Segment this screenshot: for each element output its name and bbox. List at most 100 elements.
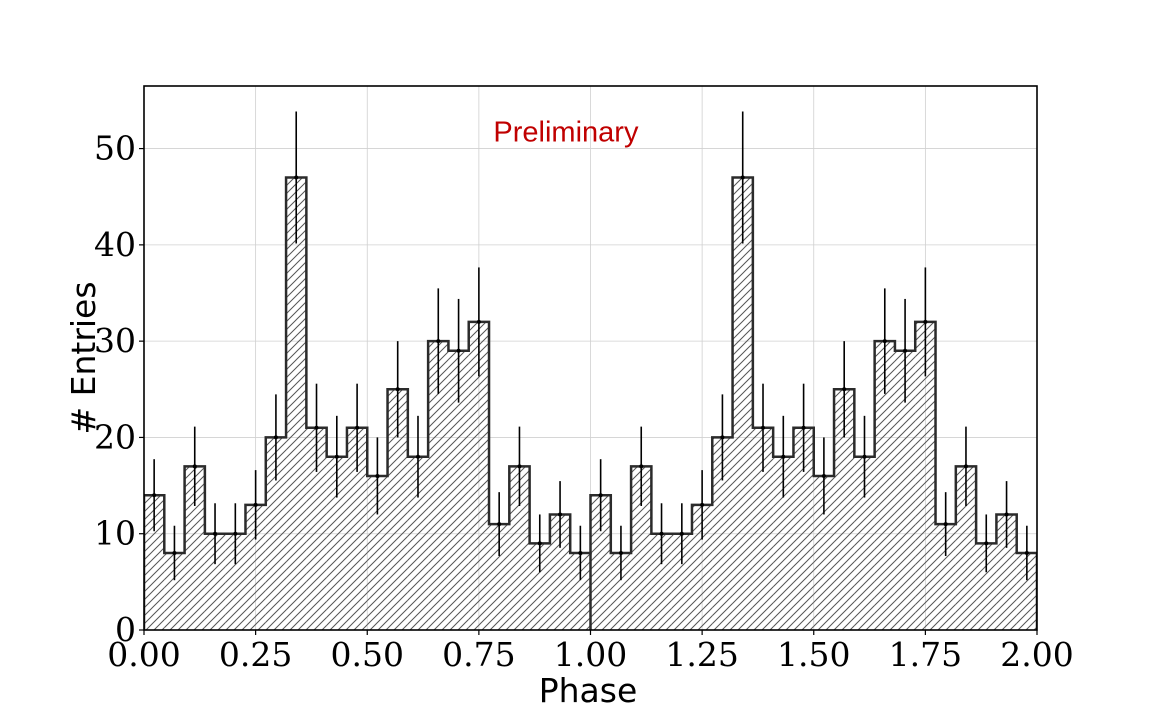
data-point xyxy=(903,348,908,353)
y-tick-label: 30 xyxy=(94,321,136,360)
x-tick-label: 0.50 xyxy=(331,635,404,674)
y-axis-title: # Entries xyxy=(64,281,103,434)
histogram-bar xyxy=(813,475,835,630)
histogram-bar xyxy=(874,341,895,630)
x-tick-label: 1.25 xyxy=(665,635,738,674)
histogram-bar xyxy=(590,495,611,630)
data-point xyxy=(395,387,400,392)
histogram-bar xyxy=(712,437,733,630)
data-point xyxy=(801,425,806,430)
data-point xyxy=(740,175,745,180)
data-point xyxy=(415,454,420,459)
histogram-bar xyxy=(164,552,185,630)
histogram-bar xyxy=(184,466,205,630)
data-point xyxy=(314,425,319,430)
histogram-bar xyxy=(570,552,591,630)
data-point xyxy=(679,531,684,536)
histogram-bar xyxy=(225,533,246,630)
data-point xyxy=(963,464,968,469)
data-point xyxy=(558,512,563,517)
histogram-bar xyxy=(1016,552,1037,630)
histogram-bar xyxy=(773,456,794,630)
data-point xyxy=(375,473,380,478)
data-point xyxy=(882,339,887,344)
y-tick-label: 40 xyxy=(94,225,136,264)
x-axis-title: Phase xyxy=(539,671,638,710)
data-point xyxy=(639,464,644,469)
histogram-bar xyxy=(407,456,429,630)
data-point xyxy=(192,464,197,469)
histogram-bar xyxy=(752,427,774,630)
histogram-bar xyxy=(265,437,287,630)
y-tick-label: 50 xyxy=(94,129,136,168)
data-point xyxy=(598,493,603,498)
histogram-bar xyxy=(306,427,327,630)
data-point xyxy=(334,454,339,459)
data-point xyxy=(984,541,989,546)
data-point xyxy=(233,531,238,536)
x-tick-label: 1.00 xyxy=(554,635,627,674)
data-point xyxy=(720,435,725,440)
histogram-bar xyxy=(834,389,855,630)
histogram-bar xyxy=(367,475,388,630)
histogram-bar xyxy=(955,466,977,630)
histogram-bar xyxy=(631,466,652,630)
data-point xyxy=(213,531,218,536)
data-point xyxy=(253,502,258,507)
histogram-bar xyxy=(245,504,266,630)
data-point xyxy=(537,541,542,546)
data-point xyxy=(923,319,928,324)
y-tick-label: 20 xyxy=(94,417,136,456)
histogram-bar xyxy=(144,495,165,630)
data-point xyxy=(476,319,481,324)
data-point xyxy=(862,454,867,459)
data-point xyxy=(659,531,664,536)
histogram-bar xyxy=(935,524,956,630)
error-bars xyxy=(152,111,1029,581)
x-tick-label: 0.75 xyxy=(442,635,515,674)
data-point xyxy=(172,550,177,555)
histogram-bar xyxy=(854,456,875,630)
data-point xyxy=(1024,550,1029,555)
histogram-bar xyxy=(346,427,368,630)
data-point xyxy=(821,473,826,478)
data-point xyxy=(618,550,623,555)
histogram-bar xyxy=(387,389,408,630)
histogram-bar xyxy=(894,350,916,630)
data-point xyxy=(842,387,847,392)
histogram-bar xyxy=(326,456,347,630)
histogram-bar xyxy=(549,514,571,630)
data-point xyxy=(152,493,157,498)
x-tick-label: 2.00 xyxy=(1000,635,1073,674)
data-point xyxy=(294,175,299,180)
data-point xyxy=(355,425,360,430)
histogram-bar xyxy=(671,533,692,630)
data-point xyxy=(578,550,583,555)
histogram-bar xyxy=(529,543,550,630)
histogram-bar xyxy=(691,504,713,630)
data-point xyxy=(456,348,461,353)
histogram-bar xyxy=(204,533,226,630)
data-point xyxy=(517,464,522,469)
x-tick-label: 0.00 xyxy=(107,635,180,674)
histogram-bar xyxy=(610,552,632,630)
data-point xyxy=(273,435,278,440)
x-tick-label: 1.75 xyxy=(889,635,962,674)
histogram-bar xyxy=(793,427,814,630)
histogram-bar xyxy=(651,533,672,630)
data-point xyxy=(700,502,705,507)
x-tick-label: 1.50 xyxy=(777,635,850,674)
histogram-bars xyxy=(144,177,1037,630)
histogram-bar xyxy=(915,321,936,630)
data-point xyxy=(943,522,948,527)
histogram-bar xyxy=(732,177,753,630)
data-point xyxy=(497,522,502,527)
annotation-preliminary: Preliminary xyxy=(493,116,639,148)
data-point xyxy=(1004,512,1009,517)
histogram-bar xyxy=(448,350,469,630)
histogram-bar xyxy=(428,341,449,630)
data-point xyxy=(761,425,766,430)
